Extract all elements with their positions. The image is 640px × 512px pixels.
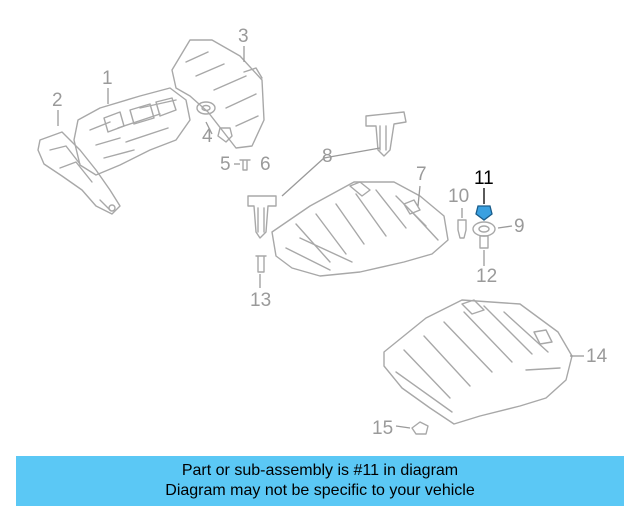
callout-11[interactable]: 11 [474,168,494,189]
callout-2[interactable]: 2 [52,90,63,111]
banner-line-part: Part or sub-assembly is #11 in diagram [181,462,459,479]
part-7-skid-plate [271,181,449,277]
part-12-stud [479,235,489,249]
part-8-bracket-upper [365,111,407,157]
part-6-screw [239,159,251,171]
callout-13[interactable]: 13 [250,290,271,311]
leader-lines [57,46,584,429]
callout-8[interactable]: 8 [322,146,333,167]
part-13-bolt [255,255,267,273]
info-banner: Part or sub-assembly is #11 in diagram D… [16,456,624,506]
callout-3[interactable]: 3 [238,26,249,47]
callout-14[interactable]: 14 [586,346,608,367]
callout-7[interactable]: 7 [416,164,427,185]
callout-6[interactable]: 6 [260,154,271,175]
part-9-grommet [472,221,496,237]
parts-diagram: 1 2 3 4 5 6 7 8 9 10 11 12 13 14 15 [37,26,608,439]
callout-5[interactable]: 5 [220,154,231,175]
part-10-bolt [457,219,467,239]
banner-line-disclaimer: Diagram may not be specific to your vehi… [165,482,475,499]
part-8-bracket-lower [247,195,277,239]
part-3-upper-shield [171,39,265,149]
callout-9[interactable]: 9 [514,216,525,237]
part-2-bracket [37,131,121,215]
part-14-lower-skid-plate [383,299,573,425]
callout-1[interactable]: 1 [102,68,113,89]
callout-12[interactable]: 12 [476,266,497,287]
callout-4[interactable]: 4 [202,126,213,147]
part-5-clip [217,127,233,143]
part-11-clip [475,205,493,221]
callout-15[interactable]: 15 [372,418,393,439]
callout-10[interactable]: 10 [448,186,469,207]
callout-numbers: 1 2 3 4 5 6 7 8 9 10 11 12 13 14 15 [52,26,608,439]
part-4-grommet [196,101,216,115]
part-1-splash-shield [73,87,191,176]
part-15-nut [411,421,429,435]
